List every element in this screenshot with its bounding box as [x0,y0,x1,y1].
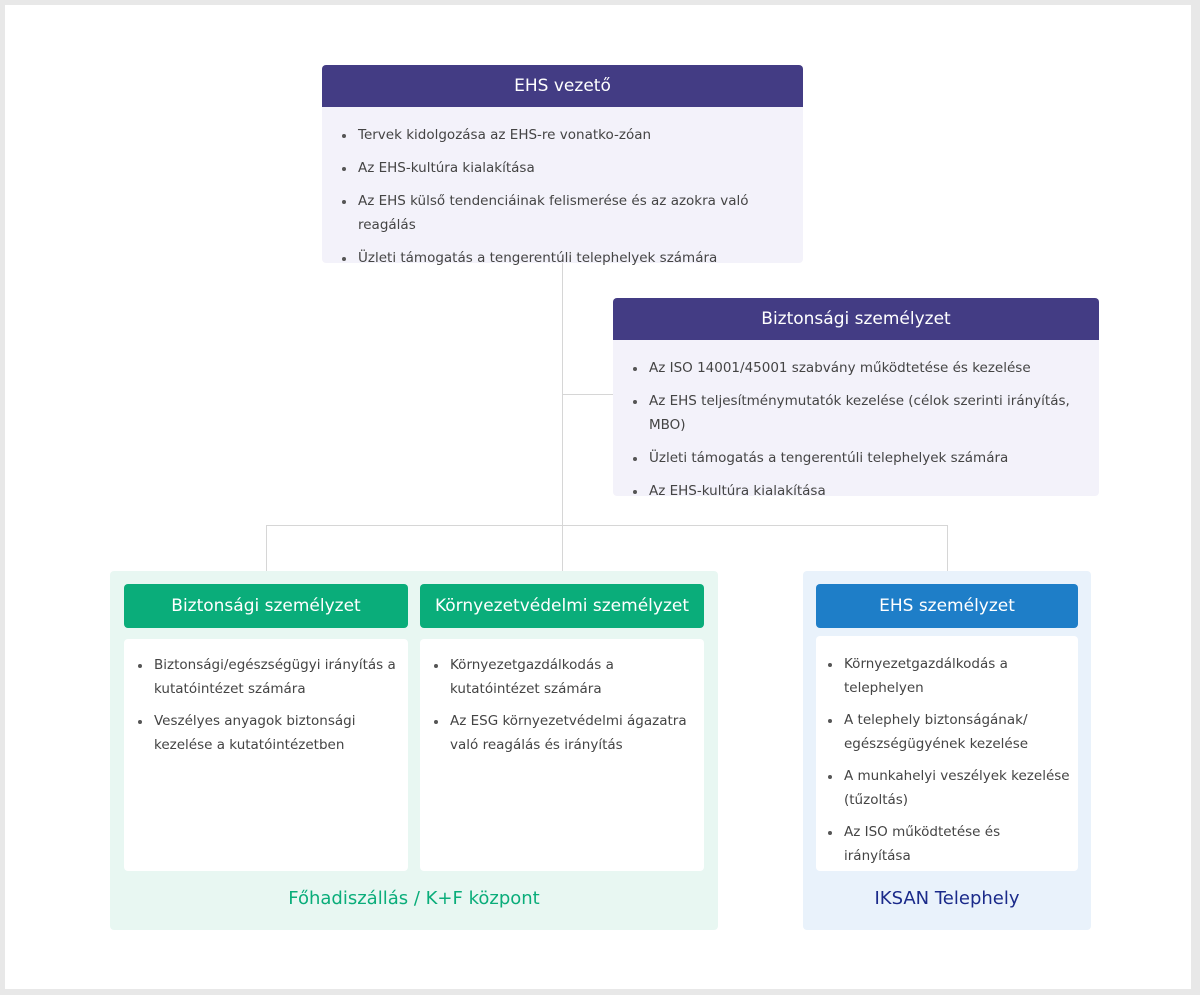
list-item: A munkahelyi veszélyek kezelése (tűzoltá… [826,764,1070,812]
hq-safety-title: Biztonsági személyzet [124,584,408,628]
iksan-ehs-body: Környezetgazdálkodás a telephelyen A tel… [816,636,1078,871]
list-item: Az ISO 14001/45001 szabvány működtetése … [631,356,1081,380]
list-item: Veszélyes anyagok biztonsági kezelése a … [136,709,396,757]
ehs-leader-title: EHS vezető [322,65,803,107]
list-item: Az ISO működtetése és irányítása [826,820,1070,868]
hq-safety-body: Biztonsági/egészségügyi irányítás a kuta… [124,639,408,871]
list-item: Biztonsági/egészségügyi irányítás a kuta… [136,653,396,701]
list-item: Az EHS teljesítménymutatók kezelése (cél… [631,389,1081,437]
list-item: Az EHS-kultúra kialakítása [340,156,785,180]
hq-env-title: Környezetvédelmi személyzet [420,584,704,628]
connector-horizontal-branch [266,525,948,526]
safety-staff-title: Biztonsági személyzet [613,298,1099,340]
hq-panel-label: Főhadiszállás / K+F központ [288,888,540,909]
hq-env-body: Környezetgazdálkodás a kutatóintézet szá… [420,639,704,871]
list-item: Környezetgazdálkodás a telephelyen [826,652,1070,700]
list-item: Környezetgazdálkodás a kutatóintézet szá… [432,653,692,701]
hq-safety-list: Biztonsági/egészségügyi irányítás a kuta… [136,653,396,757]
list-item: Az EHS külső tendenciáinak felismerése é… [340,189,785,237]
list-item: Üzleti támogatás a tengerentúli telephel… [631,446,1081,470]
iksan-ehs-title: EHS személyzet [816,584,1078,628]
connector-drop-iksan [947,525,948,572]
org-chart-frame: EHS vezető Tervek kidolgozása az EHS-re … [5,5,1191,989]
list-item: Az EHS-kultúra kialakítása [631,479,1081,503]
list-item: A telephely biztonságának/ egészségügyén… [826,708,1070,756]
list-item: Tervek kidolgozása az EHS-re vonatko-zóa… [340,123,785,147]
list-item: Az ESG környezetvédelmi ágazatra való re… [432,709,692,757]
connector-to-safety-staff [562,394,614,395]
iksan-ehs-list: Környezetgazdálkodás a telephelyen A tel… [826,652,1070,868]
connector-drop-hq-safety [266,525,267,572]
iksan-panel-label: IKSAN Telephely [874,888,1020,909]
list-item: Üzleti támogatás a tengerentúli telephel… [340,246,785,270]
ehs-leader-list: Tervek kidolgozása az EHS-re vonatko-zóa… [340,123,785,270]
safety-staff-body: Az ISO 14001/45001 szabvány működtetése … [613,340,1099,499]
safety-staff-list: Az ISO 14001/45001 szabvány működtetése … [631,356,1081,503]
hq-env-list: Környezetgazdálkodás a kutatóintézet szá… [432,653,692,757]
connector-drop-hq-env [562,525,563,572]
ehs-leader-body: Tervek kidolgozása az EHS-re vonatko-zóa… [322,107,803,266]
